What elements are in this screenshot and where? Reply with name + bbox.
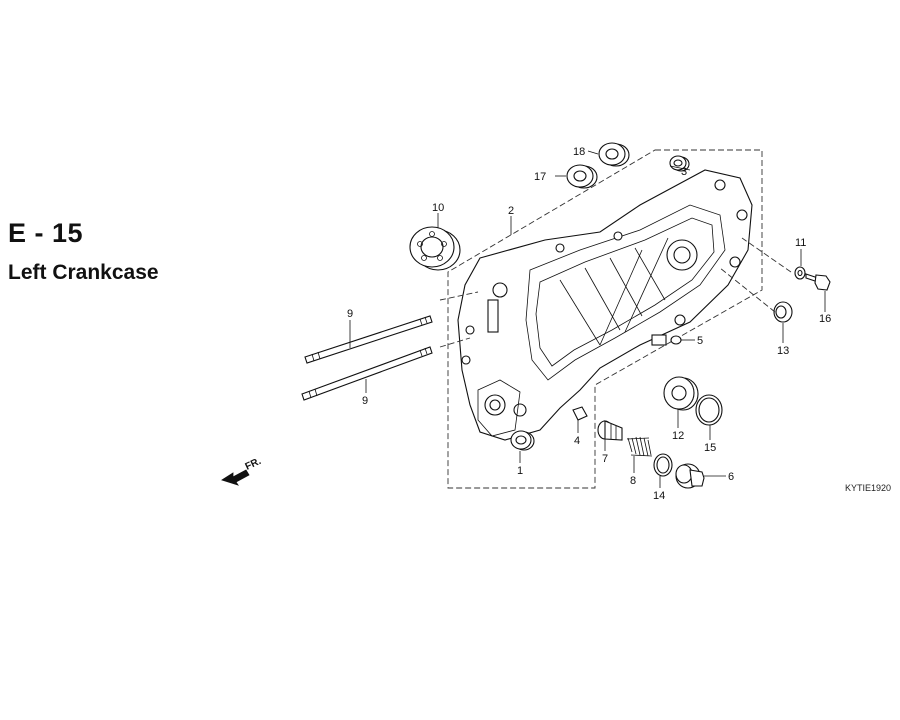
washer-part [794, 266, 806, 280]
section-code: E - 15 [8, 218, 84, 248]
callout-18: 18 [573, 146, 585, 158]
o-ring-part [653, 453, 673, 477]
callout-14: 14 [653, 490, 665, 502]
callout-2: 2 [508, 205, 514, 217]
spring-part [626, 436, 653, 457]
callout-8: 8 [630, 475, 636, 487]
callout-4: 4 [574, 435, 580, 447]
callout-10: 11 [795, 237, 806, 249]
callout-5: 5 [697, 335, 703, 347]
callout-3: 3 [681, 166, 687, 178]
callout-9-lower: 9 [362, 395, 368, 407]
callout-labels: 10 2 18 17 3 11 16 13 5 9 9 1 4 7 8 14 6… [347, 146, 831, 502]
drain-plug-part [675, 463, 705, 489]
front-arrow-icon: FR. [221, 456, 263, 486]
diagram-code: KYTIE1920 [845, 483, 892, 493]
callout-12: 13 [777, 345, 789, 357]
leader-lines [349, 150, 826, 488]
ball-bearing-part [663, 376, 699, 411]
callout-16: 16 [819, 313, 831, 325]
crankcase-body [457, 169, 753, 441]
callout-13: 12 [672, 430, 684, 442]
small-nut-part [670, 335, 682, 345]
oil-strainer-part [597, 420, 623, 441]
needle-bearing-17-part [566, 164, 598, 189]
callout-15: 15 [704, 442, 716, 454]
front-marker-label: FR. [244, 456, 263, 473]
callout-17: 17 [534, 171, 546, 183]
radial-ball-bearing-part [409, 226, 461, 271]
assembly-boundary [447, 149, 763, 489]
callout-1: 1 [517, 465, 523, 477]
stud-bolt-lower [301, 346, 433, 401]
dowel-sleeve-part [510, 430, 535, 451]
oil-seal-part [773, 301, 793, 323]
callout-11: 10 [432, 202, 444, 214]
section-title: Left Crankcase [8, 261, 159, 284]
callout-6: 6 [728, 471, 734, 483]
callout-7: 7 [602, 453, 608, 465]
bolt-part [805, 273, 831, 291]
dowel-pin-part [572, 406, 588, 421]
callout-9-upper: 9 [347, 308, 353, 320]
snap-ring-part [695, 394, 723, 426]
needle-bearing-18-part [598, 142, 630, 167]
stud-bolt-upper [304, 315, 433, 364]
